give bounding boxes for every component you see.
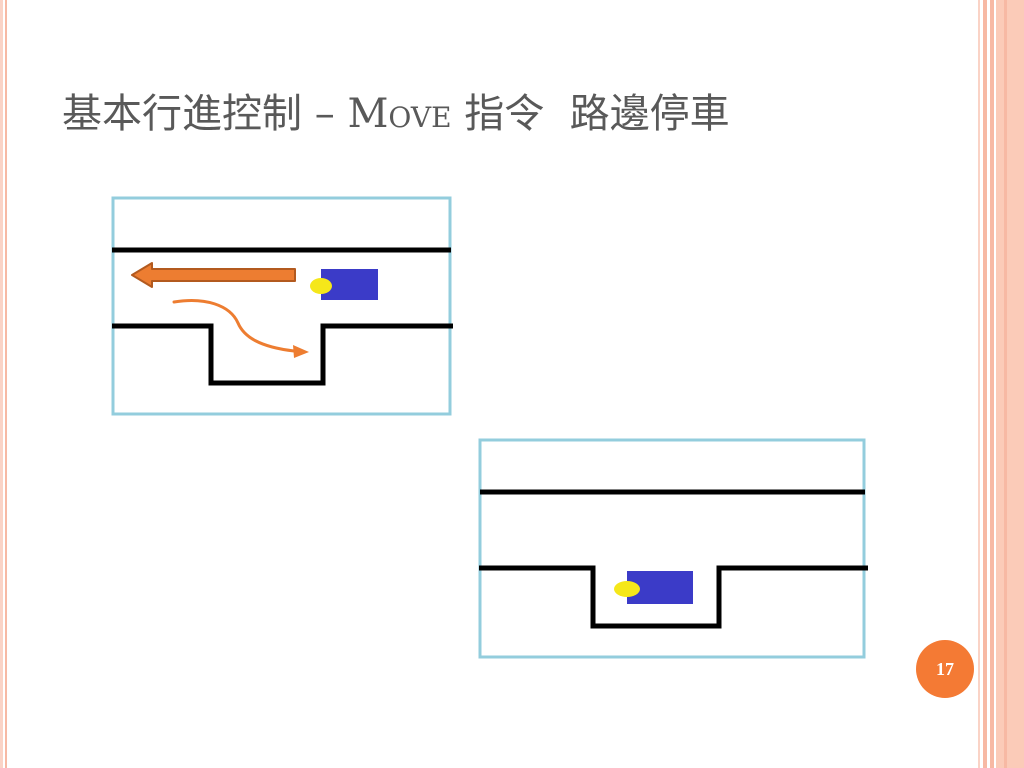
curb-with-parking-space xyxy=(112,323,453,386)
curved-arrow-icon xyxy=(172,299,309,358)
page-number-badge: 17 xyxy=(916,640,974,698)
diagram-before-parking xyxy=(111,196,453,416)
car-icon xyxy=(614,571,693,604)
diagram-after-parking xyxy=(478,438,868,659)
right-decorative-border xyxy=(978,0,1024,768)
left-decorative-border xyxy=(0,0,7,768)
title-rest-text: 指令 路邊停車 xyxy=(451,91,730,137)
curb-with-parking-space xyxy=(479,565,868,629)
page-number-text: 17 xyxy=(936,658,954,679)
car-icon xyxy=(310,269,378,300)
title-main-text: 基本行進控制 – xyxy=(62,91,348,137)
slide-title: 基本行進控制 – Move 指令 路邊停車 xyxy=(62,86,730,142)
left-arrow-icon xyxy=(131,262,296,288)
diagram-frame xyxy=(111,196,452,416)
title-command-text: Move xyxy=(347,91,452,137)
diagram-frame xyxy=(478,438,866,659)
